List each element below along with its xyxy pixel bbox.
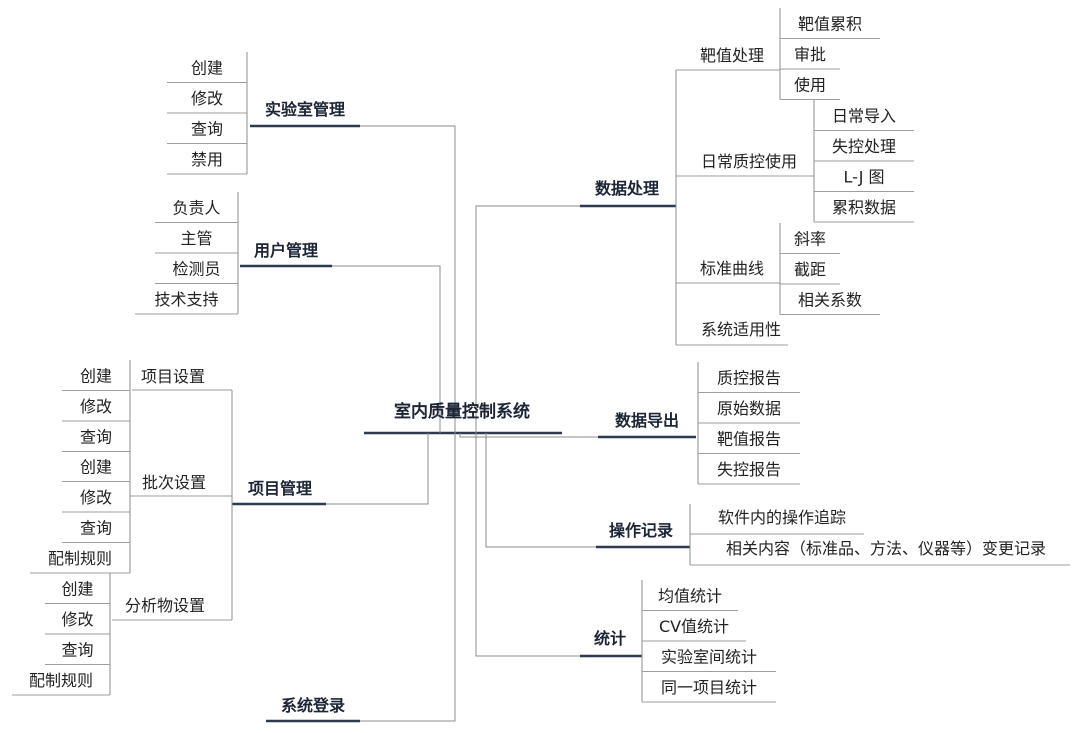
export-leaf: 失控报告 bbox=[717, 460, 781, 479]
project-settings-leaf: 创建 bbox=[80, 367, 112, 386]
export-leaf: 质控报告 bbox=[717, 369, 781, 388]
batch-settings-leaf: 创建 bbox=[80, 458, 112, 477]
group-system-suitability: 系统适用性 bbox=[701, 320, 781, 339]
analyte-settings-leaf: 查询 bbox=[61, 641, 93, 660]
group-daily-qc: 日常质控使用 bbox=[701, 152, 797, 171]
stats-leaf: CV值统计 bbox=[659, 617, 729, 636]
daily-qc-leaf: L-J 图 bbox=[843, 168, 884, 187]
lab-leaf: 修改 bbox=[191, 89, 223, 108]
group-project-settings: 项目设置 bbox=[141, 367, 205, 386]
batch-settings-leaf: 配制规则 bbox=[48, 549, 112, 568]
analyte-settings-leaf: 配制规则 bbox=[29, 671, 93, 690]
stats-leaf: 均值统计 bbox=[658, 587, 722, 606]
daily-qc-leaf: 日常导入 bbox=[832, 107, 896, 126]
branch-project-management: 项目管理 bbox=[248, 479, 312, 498]
root-node: 室内质量控制系统 bbox=[394, 401, 530, 422]
standard-curve-leaf: 相关系数 bbox=[798, 291, 862, 310]
group-standard-curve: 标准曲线 bbox=[700, 259, 764, 278]
target-value-leaf: 审批 bbox=[794, 45, 826, 64]
group-target-value: 靶值处理 bbox=[700, 46, 764, 65]
group-batch-settings: 批次设置 bbox=[142, 473, 206, 492]
branch-data-export: 数据导出 bbox=[615, 411, 679, 430]
ops-leaf: 相关内容（标准品、方法、仪器等）变更记录 bbox=[726, 539, 1046, 558]
lab-leaf: 创建 bbox=[191, 59, 223, 78]
standard-curve-leaf: 斜率 bbox=[794, 230, 826, 249]
export-leaf: 原始数据 bbox=[717, 399, 781, 418]
stats-leaf: 实验室间统计 bbox=[661, 648, 757, 667]
group-analyte-settings: 分析物设置 bbox=[125, 596, 205, 615]
branch-user-management: 用户管理 bbox=[254, 241, 318, 260]
batch-settings-leaf: 修改 bbox=[80, 488, 112, 507]
target-value-leaf: 靶值累积 bbox=[798, 15, 862, 34]
user-leaf: 技术支持 bbox=[154, 290, 218, 309]
analyte-settings-leaf: 创建 bbox=[61, 580, 93, 599]
target-value-leaf: 使用 bbox=[794, 76, 826, 95]
branch-lab-management: 实验室管理 bbox=[265, 100, 345, 119]
project-settings-leaf: 修改 bbox=[80, 397, 112, 416]
daily-qc-leaf: 失控处理 bbox=[832, 137, 896, 156]
branch-statistics: 统计 bbox=[594, 629, 626, 648]
user-leaf: 检测员 bbox=[172, 260, 220, 279]
daily-qc-leaf: 累积数据 bbox=[832, 198, 896, 217]
standard-curve-leaf: 截距 bbox=[794, 260, 826, 279]
lab-leaf: 禁用 bbox=[191, 150, 223, 169]
lab-leaf: 查询 bbox=[191, 120, 223, 139]
branch-data-processing: 数据处理 bbox=[595, 179, 659, 198]
ops-leaf: 软件内的操作追踪 bbox=[718, 508, 846, 527]
export-leaf: 靶值报告 bbox=[717, 430, 781, 449]
branch-system-login: 系统登录 bbox=[281, 696, 345, 715]
analyte-settings-leaf: 修改 bbox=[61, 610, 93, 629]
user-leaf: 负责人 bbox=[172, 199, 220, 218]
batch-settings-leaf: 查询 bbox=[80, 519, 112, 538]
stats-leaf: 同一项目统计 bbox=[661, 678, 757, 697]
branch-operation-records: 操作记录 bbox=[609, 521, 673, 540]
user-leaf: 主管 bbox=[180, 229, 212, 248]
project-settings-leaf: 查询 bbox=[80, 428, 112, 447]
